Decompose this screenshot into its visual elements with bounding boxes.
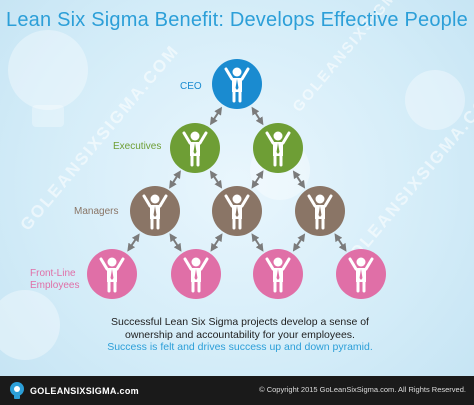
person-node-mgr-2	[212, 186, 262, 236]
person-arms-raised-icon	[348, 257, 374, 293]
person-arms-raised-icon	[265, 257, 291, 293]
double-arrow-icon	[169, 233, 182, 252]
double-arrow-icon	[127, 233, 140, 252]
person-arms-raised-icon	[182, 131, 208, 167]
double-arrow-icon	[251, 106, 264, 126]
label-managers: Managers	[74, 206, 119, 217]
label-frontline-line2: Employees	[30, 280, 80, 291]
person-node-fl-3	[253, 249, 303, 299]
lightbulb-bg-icon	[8, 30, 88, 110]
person-arms-raised-icon	[142, 194, 168, 230]
person-node-ceo	[212, 59, 262, 109]
person-arms-raised-icon	[265, 131, 291, 167]
person-node-fl-2	[171, 249, 221, 299]
person-arms-raised-icon	[307, 194, 333, 230]
double-arrow-icon	[251, 170, 264, 189]
person-arms-raised-icon	[224, 194, 250, 230]
logo-text: GOLEANSIXSIGMA.com	[30, 386, 139, 396]
footer-bar: GOLEANSIXSIGMA.com © Copyright 2015 GoLe…	[0, 376, 474, 405]
caption: Successful Lean Six Sigma projects devel…	[90, 316, 390, 354]
double-arrow-icon	[209, 106, 223, 126]
person-node-fl-1	[87, 249, 137, 299]
lightbulb-icon	[10, 382, 24, 399]
person-arms-raised-icon	[224, 67, 250, 103]
caption-line-2: ownership and accountability for your em…	[125, 328, 355, 341]
copyright-text: © Copyright 2015 GoLeanSixSigma.com. All…	[259, 385, 466, 394]
person-node-fl-4	[336, 249, 386, 299]
footer-logo[interactable]: GOLEANSIXSIGMA.com	[8, 381, 139, 401]
person-node-mgr-1	[130, 186, 180, 236]
page-title: Lean Six Sigma Benefit: Develops Effecti…	[6, 9, 468, 31]
lightbulb-bg-icon	[0, 290, 60, 360]
person-node-exec-1	[170, 123, 220, 173]
double-arrow-icon	[210, 233, 223, 252]
label-executives: Executives	[113, 141, 162, 152]
lightbulb-bg-icon	[405, 70, 465, 130]
lightbulb-bg-neck	[32, 105, 64, 127]
person-arms-raised-icon	[183, 257, 209, 293]
double-arrow-icon	[169, 170, 181, 189]
caption-line-3: Success is felt and drives success up an…	[107, 341, 373, 353]
label-frontline-line1: Front-Line	[30, 268, 76, 279]
double-arrow-icon	[209, 170, 223, 189]
caption-line-1: Successful Lean Six Sigma projects devel…	[111, 316, 369, 328]
person-node-exec-2	[253, 123, 303, 173]
person-arms-raised-icon	[99, 257, 125, 293]
label-frontline: Front-Line Employees	[30, 268, 79, 292]
double-arrow-icon	[292, 233, 306, 252]
double-arrow-icon	[334, 233, 347, 252]
double-arrow-icon	[251, 233, 264, 252]
double-arrow-icon	[292, 170, 306, 189]
label-ceo: CEO	[180, 81, 202, 92]
person-node-mgr-3	[295, 186, 345, 236]
